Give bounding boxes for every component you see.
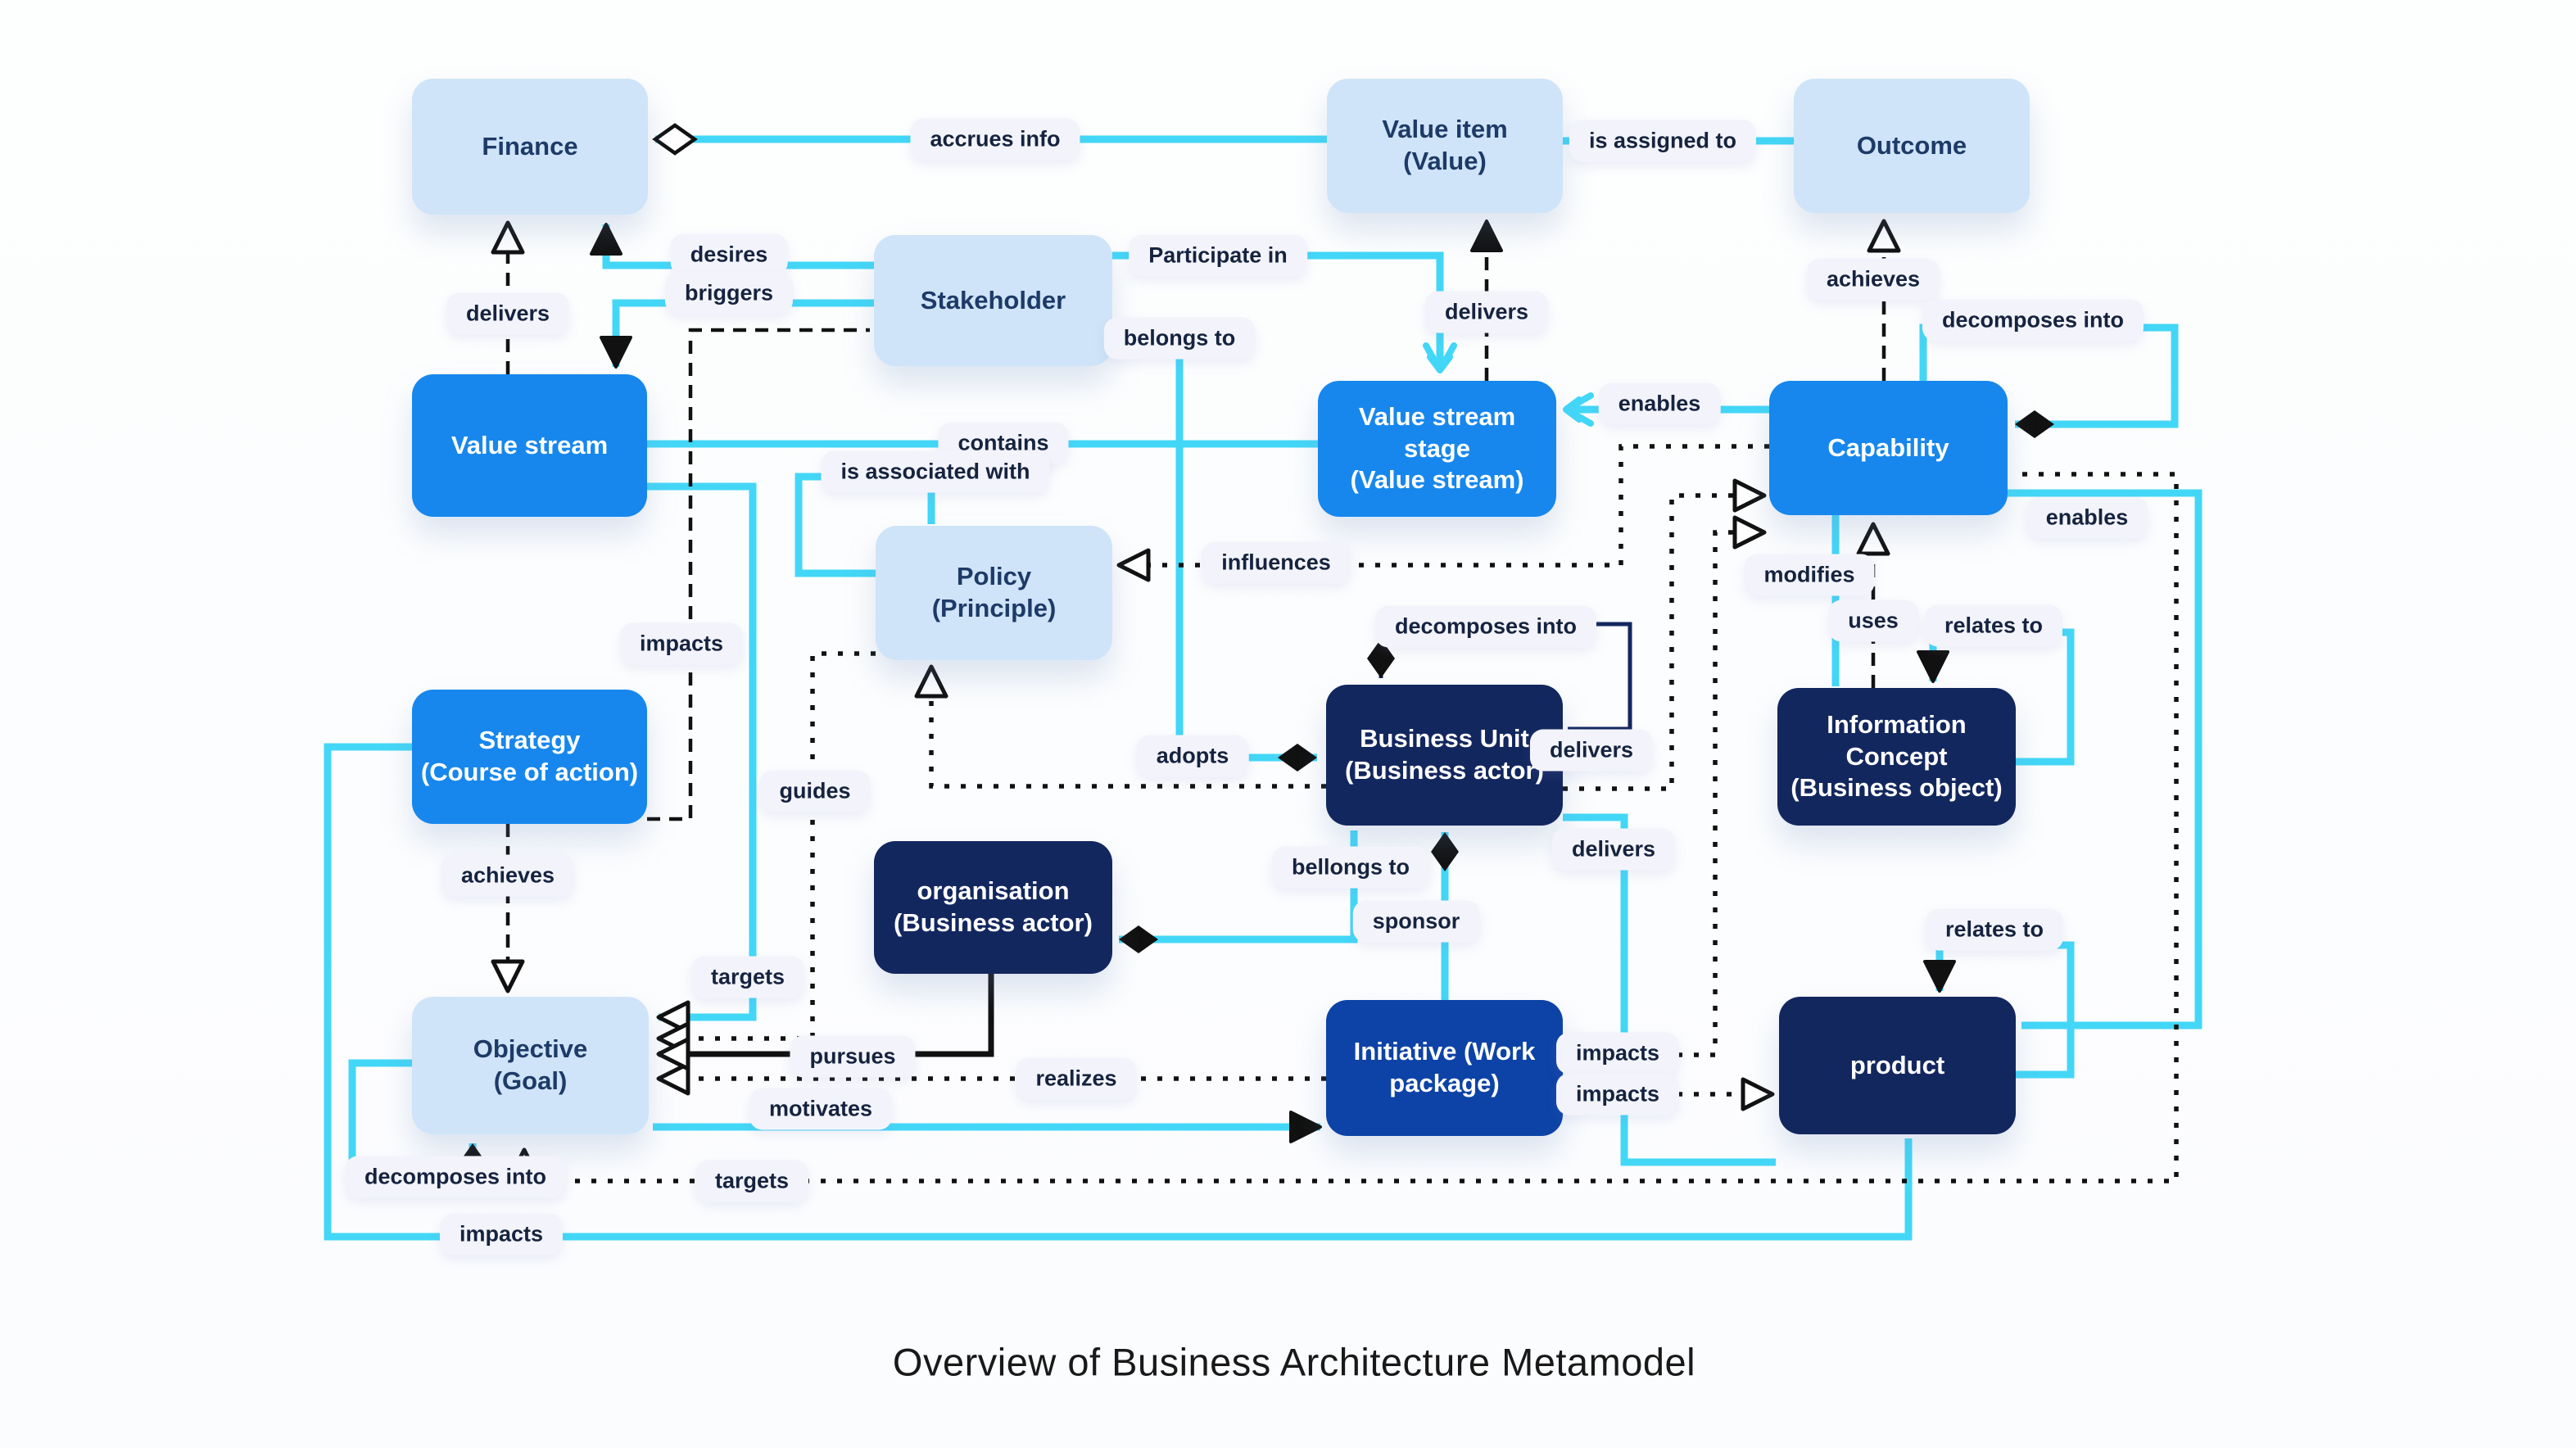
edge-enables-cap-product (2008, 489, 2203, 1029)
edge-decomposes-into-capability (1919, 324, 2179, 438)
diagram-title: Overview of Business Architecture Metamo… (892, 1340, 1696, 1384)
node-organisation: organisation (Business actor) (874, 841, 1112, 974)
edge-label-uses: uses (1828, 600, 1918, 642)
node-business-unit: Business Unit (Business actor) (1326, 685, 1563, 826)
edge-label-desires: desires (670, 233, 788, 276)
edge-label-impacts-initiative-product: impacts (1555, 1073, 1680, 1115)
edge-relates-to-product (1923, 941, 2075, 1079)
edge-label-adopts: adopts (1136, 735, 1249, 777)
edge-label-impacts-strategy: impacts (619, 622, 744, 665)
edge-impacts-strategy-stakeholder (647, 328, 870, 821)
edge-label-delivers-vss-valueitem: delivers (1424, 291, 1549, 333)
edge-label-decomposes-into-objective: decomposes into (344, 1156, 567, 1198)
edge-label-motivates: motivates (749, 1088, 893, 1130)
edge-label-enables-cap-product: enables (2026, 496, 2148, 539)
edge-label-achieves-cap-outcome: achieves (1806, 258, 1940, 301)
edge-label-accrues-info: accrues info (910, 118, 1080, 161)
edge-label-achieves-strategy-objective: achieves (441, 854, 575, 897)
node-finance: Finance (412, 79, 648, 215)
edge-label-sponsor: sponsor (1352, 900, 1480, 943)
edge-label-decomposes-into-bu: decomposes into (1374, 605, 1597, 648)
edge-label-is-associated-with: is associated with (821, 450, 1050, 493)
edge-targets-vs-objective (647, 482, 757, 1034)
edge-label-belongs-to: belongs to (1103, 317, 1256, 360)
edge-relates-to-ic (1917, 628, 2075, 766)
edge-label-targets-vs-objective: targets (690, 956, 805, 998)
edge-adopts (914, 664, 1326, 789)
edge-pursues (656, 974, 994, 1071)
edge-label-delivers-bu-capability: delivers (1529, 729, 1654, 772)
edge-label-relates-to-ic: relates to (1924, 604, 2063, 647)
node-initiative: Initiative (Work package) (1326, 1000, 1563, 1136)
edge-label-impacts-initiative-capability: impacts (1555, 1032, 1680, 1075)
edge-impacts-initiative-capability (1563, 515, 1767, 1057)
node-policy: Policy (Principle) (876, 526, 1112, 660)
node-capability: Capability (1769, 381, 2008, 515)
edge-label-guides: guides (759, 770, 871, 812)
edge-delivers-bu-product (1563, 813, 1776, 1166)
node-outcome: Outcome (1794, 79, 2030, 213)
edge-label-modifies: modifies (1744, 554, 1875, 596)
edge-guides (656, 651, 876, 1056)
node-value-stream-stage: Value stream stage (Value stream) (1318, 381, 1556, 517)
edge-label-is-assigned-to: is assigned to (1569, 120, 1757, 162)
edge-label-delivers-vs-finance: delivers (446, 292, 570, 335)
edge-label-enables-cap-vss: enables (1598, 382, 1721, 425)
edge-impacts-strategy-product (324, 743, 1913, 1241)
node-product: product (1779, 997, 2016, 1134)
edge-label-briggers: briggers (664, 272, 794, 314)
node-value-stream: Value stream (412, 374, 647, 517)
edge-label-participate-in: Participate in (1129, 234, 1307, 277)
edge-label-delivers-bu-product: delivers (1551, 828, 1676, 871)
edge-label-targets-objective-capability: targets (695, 1160, 809, 1202)
node-value-item: Value item (Value) (1327, 79, 1563, 213)
node-objective: Objective (Goal) (412, 997, 649, 1134)
node-information-concept: Information Concept (Business object) (1777, 688, 2016, 826)
edge-label-relates-to-product: relates to (1925, 908, 2064, 951)
edge-label-bellongs-to: bellongs to (1272, 846, 1429, 889)
edge-label-impacts-strategy-product: impacts (439, 1213, 564, 1256)
node-stakeholder: Stakeholder (874, 235, 1112, 366)
edge-label-realizes: realizes (1016, 1057, 1137, 1100)
edge-label-pursues: pursues (790, 1035, 916, 1078)
node-strategy: Strategy (Course of action) (412, 690, 647, 824)
edge-label-decomposes-into-capability: decomposes into (1922, 299, 2144, 342)
edge-label-influences: influences (1202, 541, 1351, 584)
